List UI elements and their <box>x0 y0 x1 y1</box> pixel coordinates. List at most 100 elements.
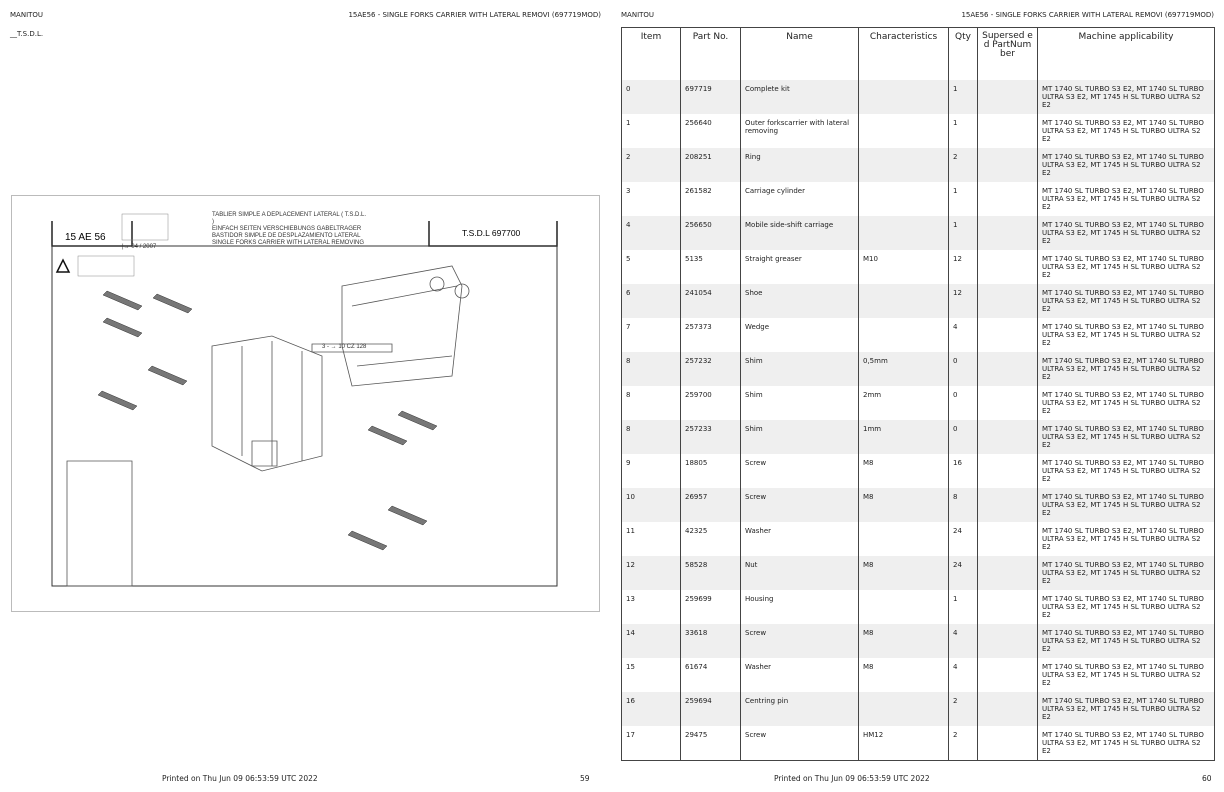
cell-char: M8 <box>858 454 949 488</box>
cell-item: 11 <box>621 522 681 556</box>
cell-item: 8 <box>621 386 681 420</box>
cell-item: 1 <box>621 114 681 148</box>
cell-char: 0,5mm <box>858 352 949 386</box>
cell-char <box>858 318 949 352</box>
cell-char <box>858 114 949 148</box>
cell-qty: 1 <box>948 182 978 216</box>
cell-mach: MT 1740 SL TURBO S3 E2, MT 1740 SL TURBO… <box>1037 556 1215 590</box>
cell-char <box>858 182 949 216</box>
cell-part: 58528 <box>680 556 741 590</box>
drawing-code: 15 AE 56 <box>65 232 106 243</box>
cell-name: Screw <box>740 624 859 658</box>
cell-char: M8 <box>858 556 949 590</box>
cell-mach: MT 1740 SL TURBO S3 E2, MT 1740 SL TURBO… <box>1037 80 1215 114</box>
cell-item: 10 <box>621 488 681 522</box>
cell-part: 33618 <box>680 624 741 658</box>
cell-sup <box>977 556 1038 590</box>
cell-char: M10 <box>858 250 949 284</box>
column-header: Qty <box>948 27 978 80</box>
cell-item: 13 <box>621 590 681 624</box>
cell-sup <box>977 148 1038 182</box>
cell-name: Nut <box>740 556 859 590</box>
cell-name: Washer <box>740 522 859 556</box>
cell-name: Shoe <box>740 284 859 318</box>
left-footer-printed: Printed on Thu Jun 09 06:53:59 UTC 2022 <box>162 774 318 783</box>
cell-char <box>858 590 949 624</box>
warning-icon <box>55 258 71 273</box>
cell-char: HM12 <box>858 726 949 761</box>
cell-mach: MT 1740 SL TURBO S3 E2, MT 1740 SL TURBO… <box>1037 488 1215 522</box>
title-fr-cont: ) <box>212 219 214 225</box>
cell-qty: 1 <box>948 80 978 114</box>
right-page-number: 60 <box>1202 774 1212 783</box>
section-label: __T.S.D.L. <box>10 30 44 38</box>
cell-sup <box>977 114 1038 148</box>
drawing-date: |→ 04 / 2007 <box>122 244 157 250</box>
title-de: EINFACH SEITEN VERSCHIEBUNGS GABELTRAGER <box>212 226 362 232</box>
cell-sup <box>977 216 1038 250</box>
cell-name: Mobile side-shift carriage <box>740 216 859 250</box>
cell-part: 259699 <box>680 590 741 624</box>
cell-name: Shim <box>740 386 859 420</box>
cell-name: Housing <box>740 590 859 624</box>
cell-qty: 24 <box>948 556 978 590</box>
column-header: Machine applicability <box>1037 27 1215 80</box>
drawing-ref: T.S.D.L 697700 <box>462 228 521 238</box>
cell-qty: 4 <box>948 624 978 658</box>
cell-char <box>858 216 949 250</box>
cell-qty: 1 <box>948 590 978 624</box>
cell-qty: 12 <box>948 284 978 318</box>
cell-qty: 8 <box>948 488 978 522</box>
cell-part: 261582 <box>680 182 741 216</box>
cell-mach: MT 1740 SL TURBO S3 E2, MT 1740 SL TURBO… <box>1037 148 1215 182</box>
title-es: BASTIDOR SIMPLE DE DESPLAZAMIENTO LATERA… <box>212 233 361 239</box>
cell-sup <box>977 318 1038 352</box>
cell-qty: 24 <box>948 522 978 556</box>
cell-sup <box>977 624 1038 658</box>
column-header: Supersed ed PartNum ber <box>977 27 1038 80</box>
column-header: Item <box>621 27 681 80</box>
cell-item: 8 <box>621 420 681 454</box>
cell-sup <box>977 692 1038 726</box>
right-page-title: 15AE56 - SINGLE FORKS CARRIER WITH LATER… <box>961 11 1214 19</box>
left-page-number: 59 <box>580 774 590 783</box>
cell-qty: 12 <box>948 250 978 284</box>
cell-sup <box>977 522 1038 556</box>
cell-sup <box>977 658 1038 692</box>
cell-qty: 4 <box>948 658 978 692</box>
cell-name: Screw <box>740 726 859 761</box>
left-page-title: 15AE56 - SINGLE FORKS CARRIER WITH LATER… <box>348 11 601 19</box>
cell-mach: MT 1740 SL TURBO S3 E2, MT 1740 SL TURBO… <box>1037 726 1215 761</box>
cell-part: 697719 <box>680 80 741 114</box>
cell-mach: MT 1740 SL TURBO S3 E2, MT 1740 SL TURBO… <box>1037 318 1215 352</box>
cell-char: M8 <box>858 658 949 692</box>
cell-name: Carriage cylinder <box>740 182 859 216</box>
cylinder-callout: 3 - → 10 CZ 128 <box>322 344 367 350</box>
cell-mach: MT 1740 SL TURBO S3 E2, MT 1740 SL TURBO… <box>1037 386 1215 420</box>
exploded-parts-diagram: 15 AE 56 |→ 04 / 2007 TABLIER SIMPLE A D… <box>11 195 600 612</box>
cell-sup <box>977 454 1038 488</box>
diagram-drawing: 15 AE 56 |→ 04 / 2007 TABLIER SIMPLE A D… <box>51 212 558 587</box>
cell-part: 5135 <box>680 250 741 284</box>
cell-sup <box>977 182 1038 216</box>
cell-sup <box>977 386 1038 420</box>
cell-part: 259700 <box>680 386 741 420</box>
cell-qty: 0 <box>948 386 978 420</box>
cell-sup <box>977 726 1038 761</box>
cell-part: 241054 <box>680 284 741 318</box>
title-fr: TABLIER SIMPLE A DEPLACEMENT LATERAL ( T… <box>212 212 366 218</box>
cell-name: Ring <box>740 148 859 182</box>
cell-name: Washer <box>740 658 859 692</box>
cell-qty: 0 <box>948 420 978 454</box>
cell-qty: 2 <box>948 692 978 726</box>
